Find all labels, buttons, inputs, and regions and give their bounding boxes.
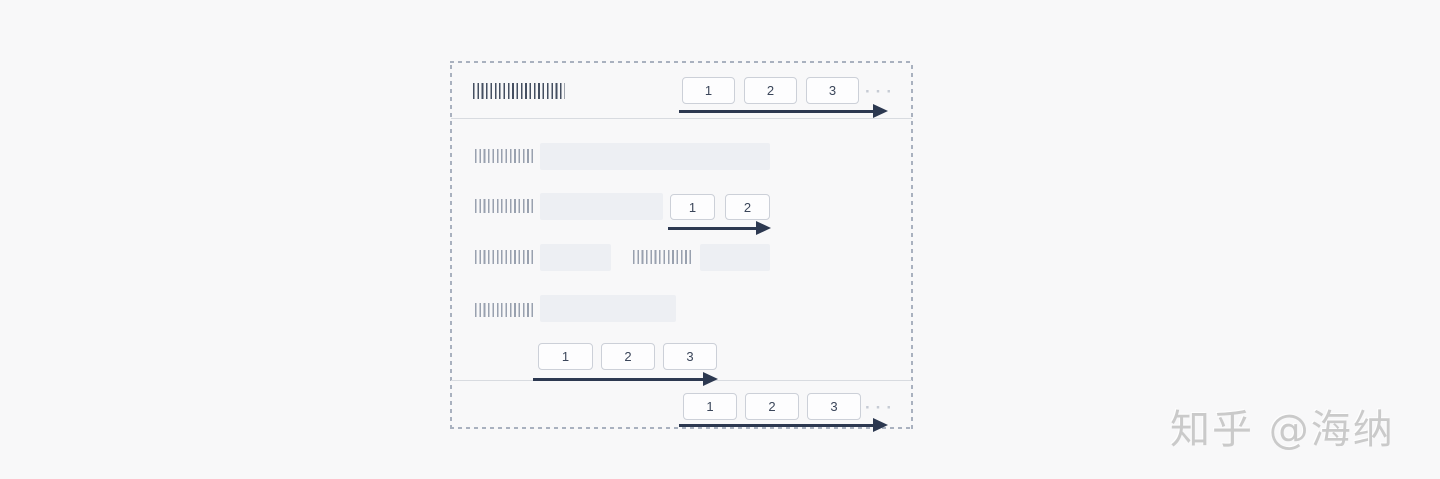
header-pagination-button-3[interactable]: 3: [806, 77, 859, 104]
row2-flow-arrow-right-icon: [668, 221, 771, 236]
row3-field2-placeholder: [700, 244, 770, 271]
row1-field-placeholder: [540, 143, 770, 170]
header-pagination-button-2[interactable]: 2: [744, 77, 797, 104]
footer-pagination-button-1[interactable]: 1: [683, 393, 737, 420]
row4-label-placeholder-bars: [475, 303, 535, 317]
footer-ellipsis-icon: ···: [865, 398, 897, 417]
header-ellipsis-icon: ···: [865, 82, 897, 101]
row3-label2-placeholder-bars: [633, 250, 694, 264]
row3-field1-placeholder: [540, 244, 611, 271]
header-divider: [451, 118, 912, 119]
row1-label-placeholder-bars: [475, 149, 535, 163]
footer-pagination-button-2[interactable]: 2: [745, 393, 799, 420]
row2-field-placeholder: [540, 193, 663, 220]
header-pagination-button-1[interactable]: 1: [682, 77, 735, 104]
row2-label-placeholder-bars: [475, 199, 535, 213]
row2-pagination-button-1[interactable]: 1: [670, 194, 715, 220]
footer-flow-arrow-right-icon: [679, 418, 888, 433]
header-flow-arrow-right-icon: [679, 104, 888, 119]
body-pagination-button-2[interactable]: 2: [601, 343, 655, 370]
body-pagination-button-1[interactable]: 1: [538, 343, 593, 370]
panel-title-placeholder-bars: [473, 83, 565, 99]
body-pagination-button-3[interactable]: 3: [663, 343, 717, 370]
row2-pagination-button-2[interactable]: 2: [725, 194, 770, 220]
watermark-text: 知乎 @海纳: [1170, 407, 1395, 453]
footer-pagination-button-3[interactable]: 3: [807, 393, 861, 420]
body-flow-arrow-right-icon: [533, 372, 718, 387]
row3-label1-placeholder-bars: [475, 250, 535, 264]
row4-field-placeholder: [540, 295, 676, 322]
